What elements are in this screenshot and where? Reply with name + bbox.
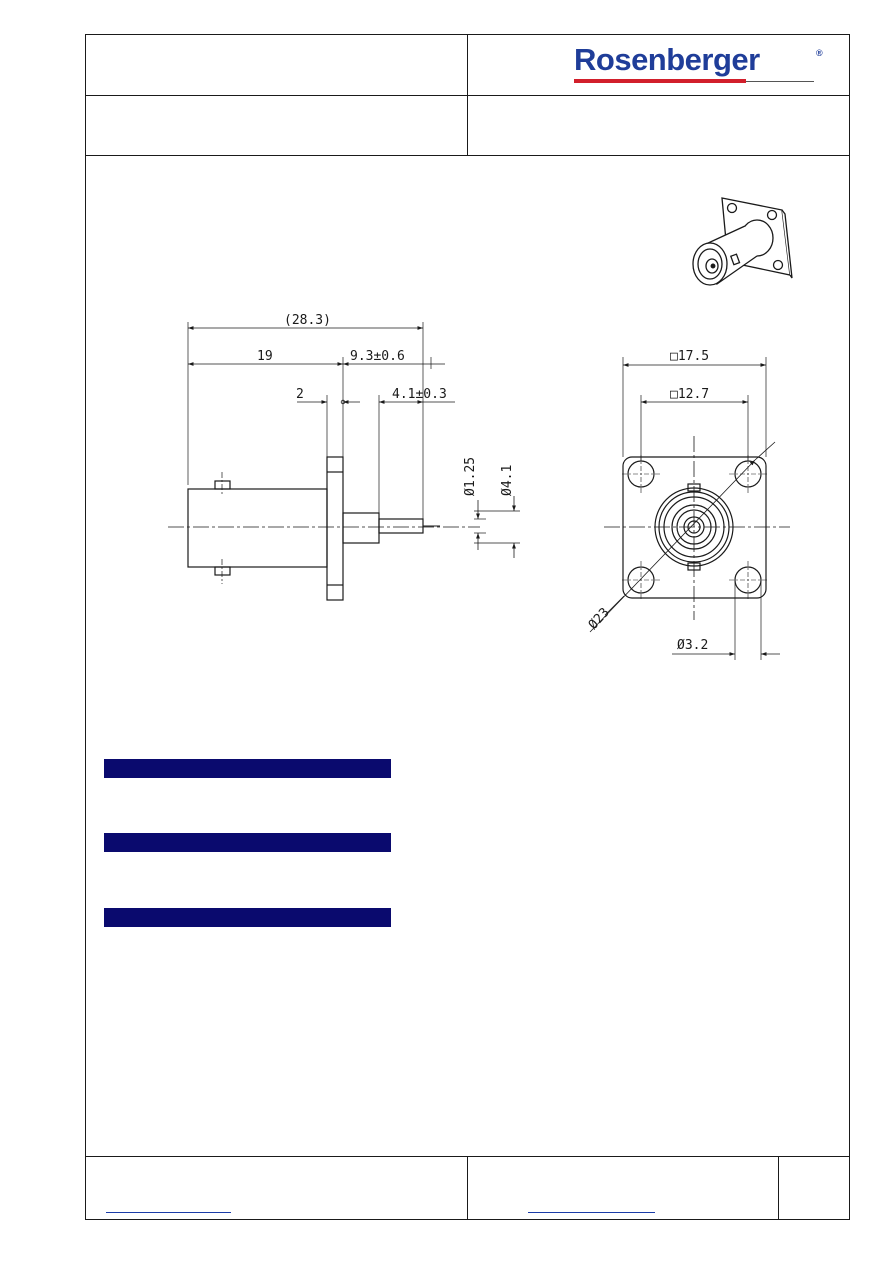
section-bar-2 — [104, 833, 391, 852]
logo-accent-bar — [574, 79, 746, 83]
connector-body — [187, 488, 328, 568]
square-flange — [622, 456, 767, 599]
dim-thread-diameter: Ø23 — [586, 605, 613, 632]
flange — [326, 456, 344, 601]
registered-mark: ® — [816, 48, 823, 58]
dim-hole-spacing: □12.7 — [670, 387, 709, 402]
dim-pin-span: 9.3±0.6 — [350, 349, 405, 364]
logo-rule — [746, 81, 814, 82]
footer-column-divider-2 — [778, 1156, 779, 1220]
footer-link-underline-2 — [528, 1212, 655, 1213]
mounting-hole — [627, 566, 655, 594]
bayonet-stud-top — [214, 480, 231, 490]
section-bar-3 — [104, 908, 391, 927]
dim-pin-length: 4.1±0.3 — [392, 387, 447, 402]
footer-link-underline-1 — [106, 1212, 231, 1213]
header-column-divider — [467, 34, 468, 155]
dim-flange-square: □17.5 — [670, 349, 709, 364]
section-bar-1 — [104, 759, 391, 778]
dim-overall-length: (28.3) — [284, 313, 331, 328]
dim-hole-diameter: Ø3.2 — [677, 638, 708, 653]
product-isometric-sketch — [692, 197, 793, 286]
bayonet-stud-bottom — [214, 566, 231, 576]
dim-body-length: 19 — [257, 349, 273, 364]
logo-wordmark: Rosenberger — [574, 42, 760, 77]
center-pin — [378, 518, 424, 534]
dim-insulator-diameter: Ø4.1 — [500, 465, 515, 496]
dim-flange-thickness: 2 — [296, 387, 304, 402]
front-view — [589, 357, 790, 660]
insulator — [342, 512, 380, 544]
dim-pin-diameter: Ø1.25 — [463, 457, 478, 496]
rosenberger-logo: Rosenberger ® — [574, 42, 824, 86]
side-view — [168, 322, 520, 601]
header-bottom-rule — [85, 155, 850, 156]
footer-column-divider-1 — [467, 1156, 468, 1220]
